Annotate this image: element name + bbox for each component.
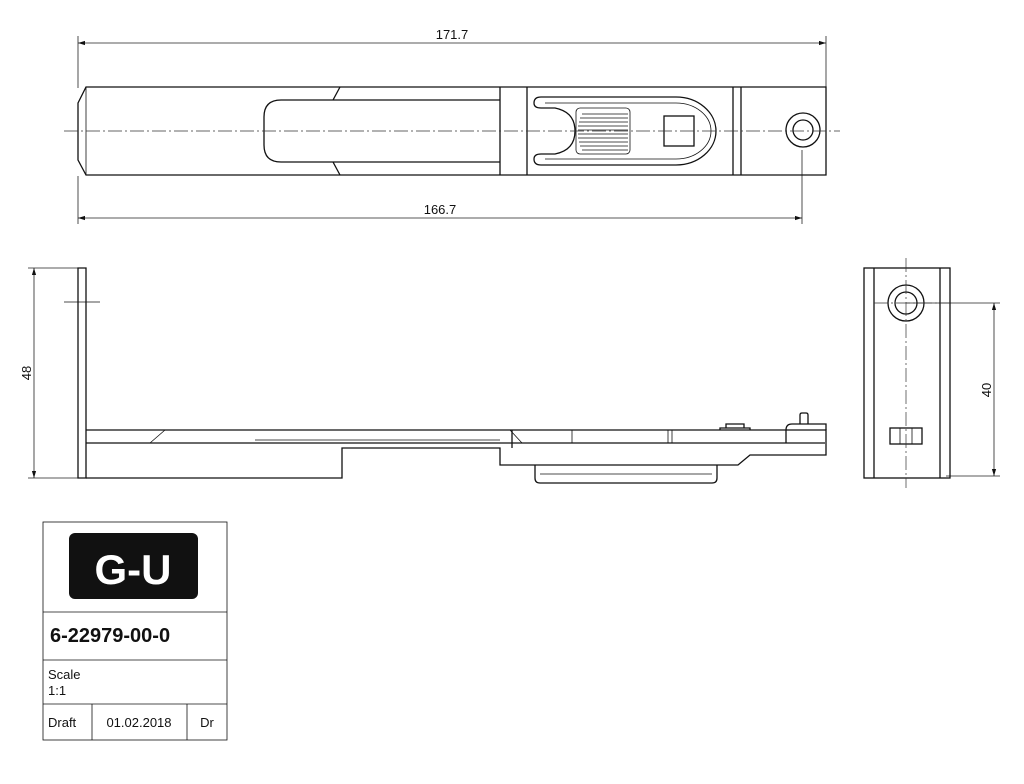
grip-ribs xyxy=(575,107,631,155)
dimension-overall-length: 171.7 xyxy=(77,27,827,88)
scale-label: Scale xyxy=(48,667,81,682)
part-number: 6-22979-00-0 xyxy=(50,625,170,647)
draft-date: 01.02.2018 xyxy=(106,715,171,730)
mounting-hole-inner xyxy=(792,119,814,141)
logo-text: G-U xyxy=(95,546,172,593)
mounting-hole-outer xyxy=(785,112,821,148)
dimension-height: 48 xyxy=(19,267,78,479)
side-view-base xyxy=(86,429,827,479)
scale-value: 1:1 xyxy=(48,683,66,698)
side-view: 48 xyxy=(19,267,827,484)
gu-logo: G-U xyxy=(69,533,198,599)
end-view-body xyxy=(863,267,951,479)
top-view-slot xyxy=(263,86,500,176)
drawer-initials: Dr xyxy=(200,715,214,730)
dimension-inner-length: 166.7 xyxy=(77,150,803,224)
dimension-label-overall: 171.7 xyxy=(436,27,469,42)
dimension-label-inner: 166.7 xyxy=(424,202,457,217)
draft-label: Draft xyxy=(48,715,77,730)
title-block: G-U 6-22979-00-0 Scale 1:1 Draft 01.02.2… xyxy=(42,521,228,741)
dimension-label-end-height: 40 xyxy=(979,383,994,397)
end-view: 40 xyxy=(863,258,1000,488)
side-view-flange xyxy=(77,267,87,479)
dimension-end-height: 40 xyxy=(906,302,1000,477)
side-view-latch xyxy=(534,465,718,484)
top-view: 171.7 166.7 xyxy=(64,27,840,224)
dimension-label-height: 48 xyxy=(19,366,34,380)
top-view-latch xyxy=(533,96,717,166)
